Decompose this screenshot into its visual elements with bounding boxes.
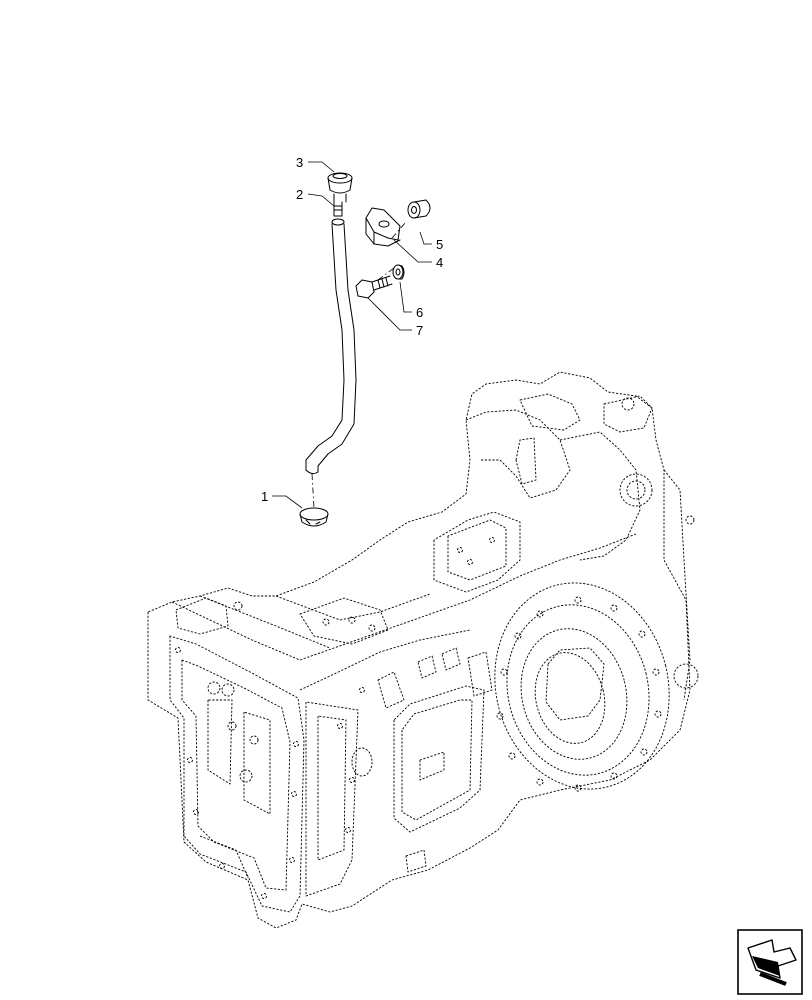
clip (365, 207, 401, 247)
spacer (407, 199, 431, 219)
callout-2: 2 (296, 187, 303, 202)
transmission-housing (147, 371, 699, 929)
callout-6: 6 (416, 305, 423, 320)
callout-1: 1 (261, 489, 268, 504)
callout-4: 4 (436, 255, 443, 270)
center-line-clip (391, 221, 407, 239)
callout-5: 5 (436, 237, 443, 252)
hose-fitting (333, 201, 343, 217)
callout-labels: 3 2 1 5 4 6 7 (261, 155, 443, 504)
center-line-clamp (311, 473, 315, 509)
hose-clamp (299, 507, 329, 527)
breather-hose (305, 218, 357, 475)
bolt (355, 275, 393, 299)
callout-7: 7 (416, 323, 423, 338)
leader-lines (272, 161, 432, 509)
center-line-bolt (377, 267, 395, 281)
next-page-arrow-icon[interactable] (737, 929, 803, 995)
callout-3: 3 (296, 155, 303, 170)
breather-cap (327, 172, 353, 203)
washer (392, 264, 405, 280)
